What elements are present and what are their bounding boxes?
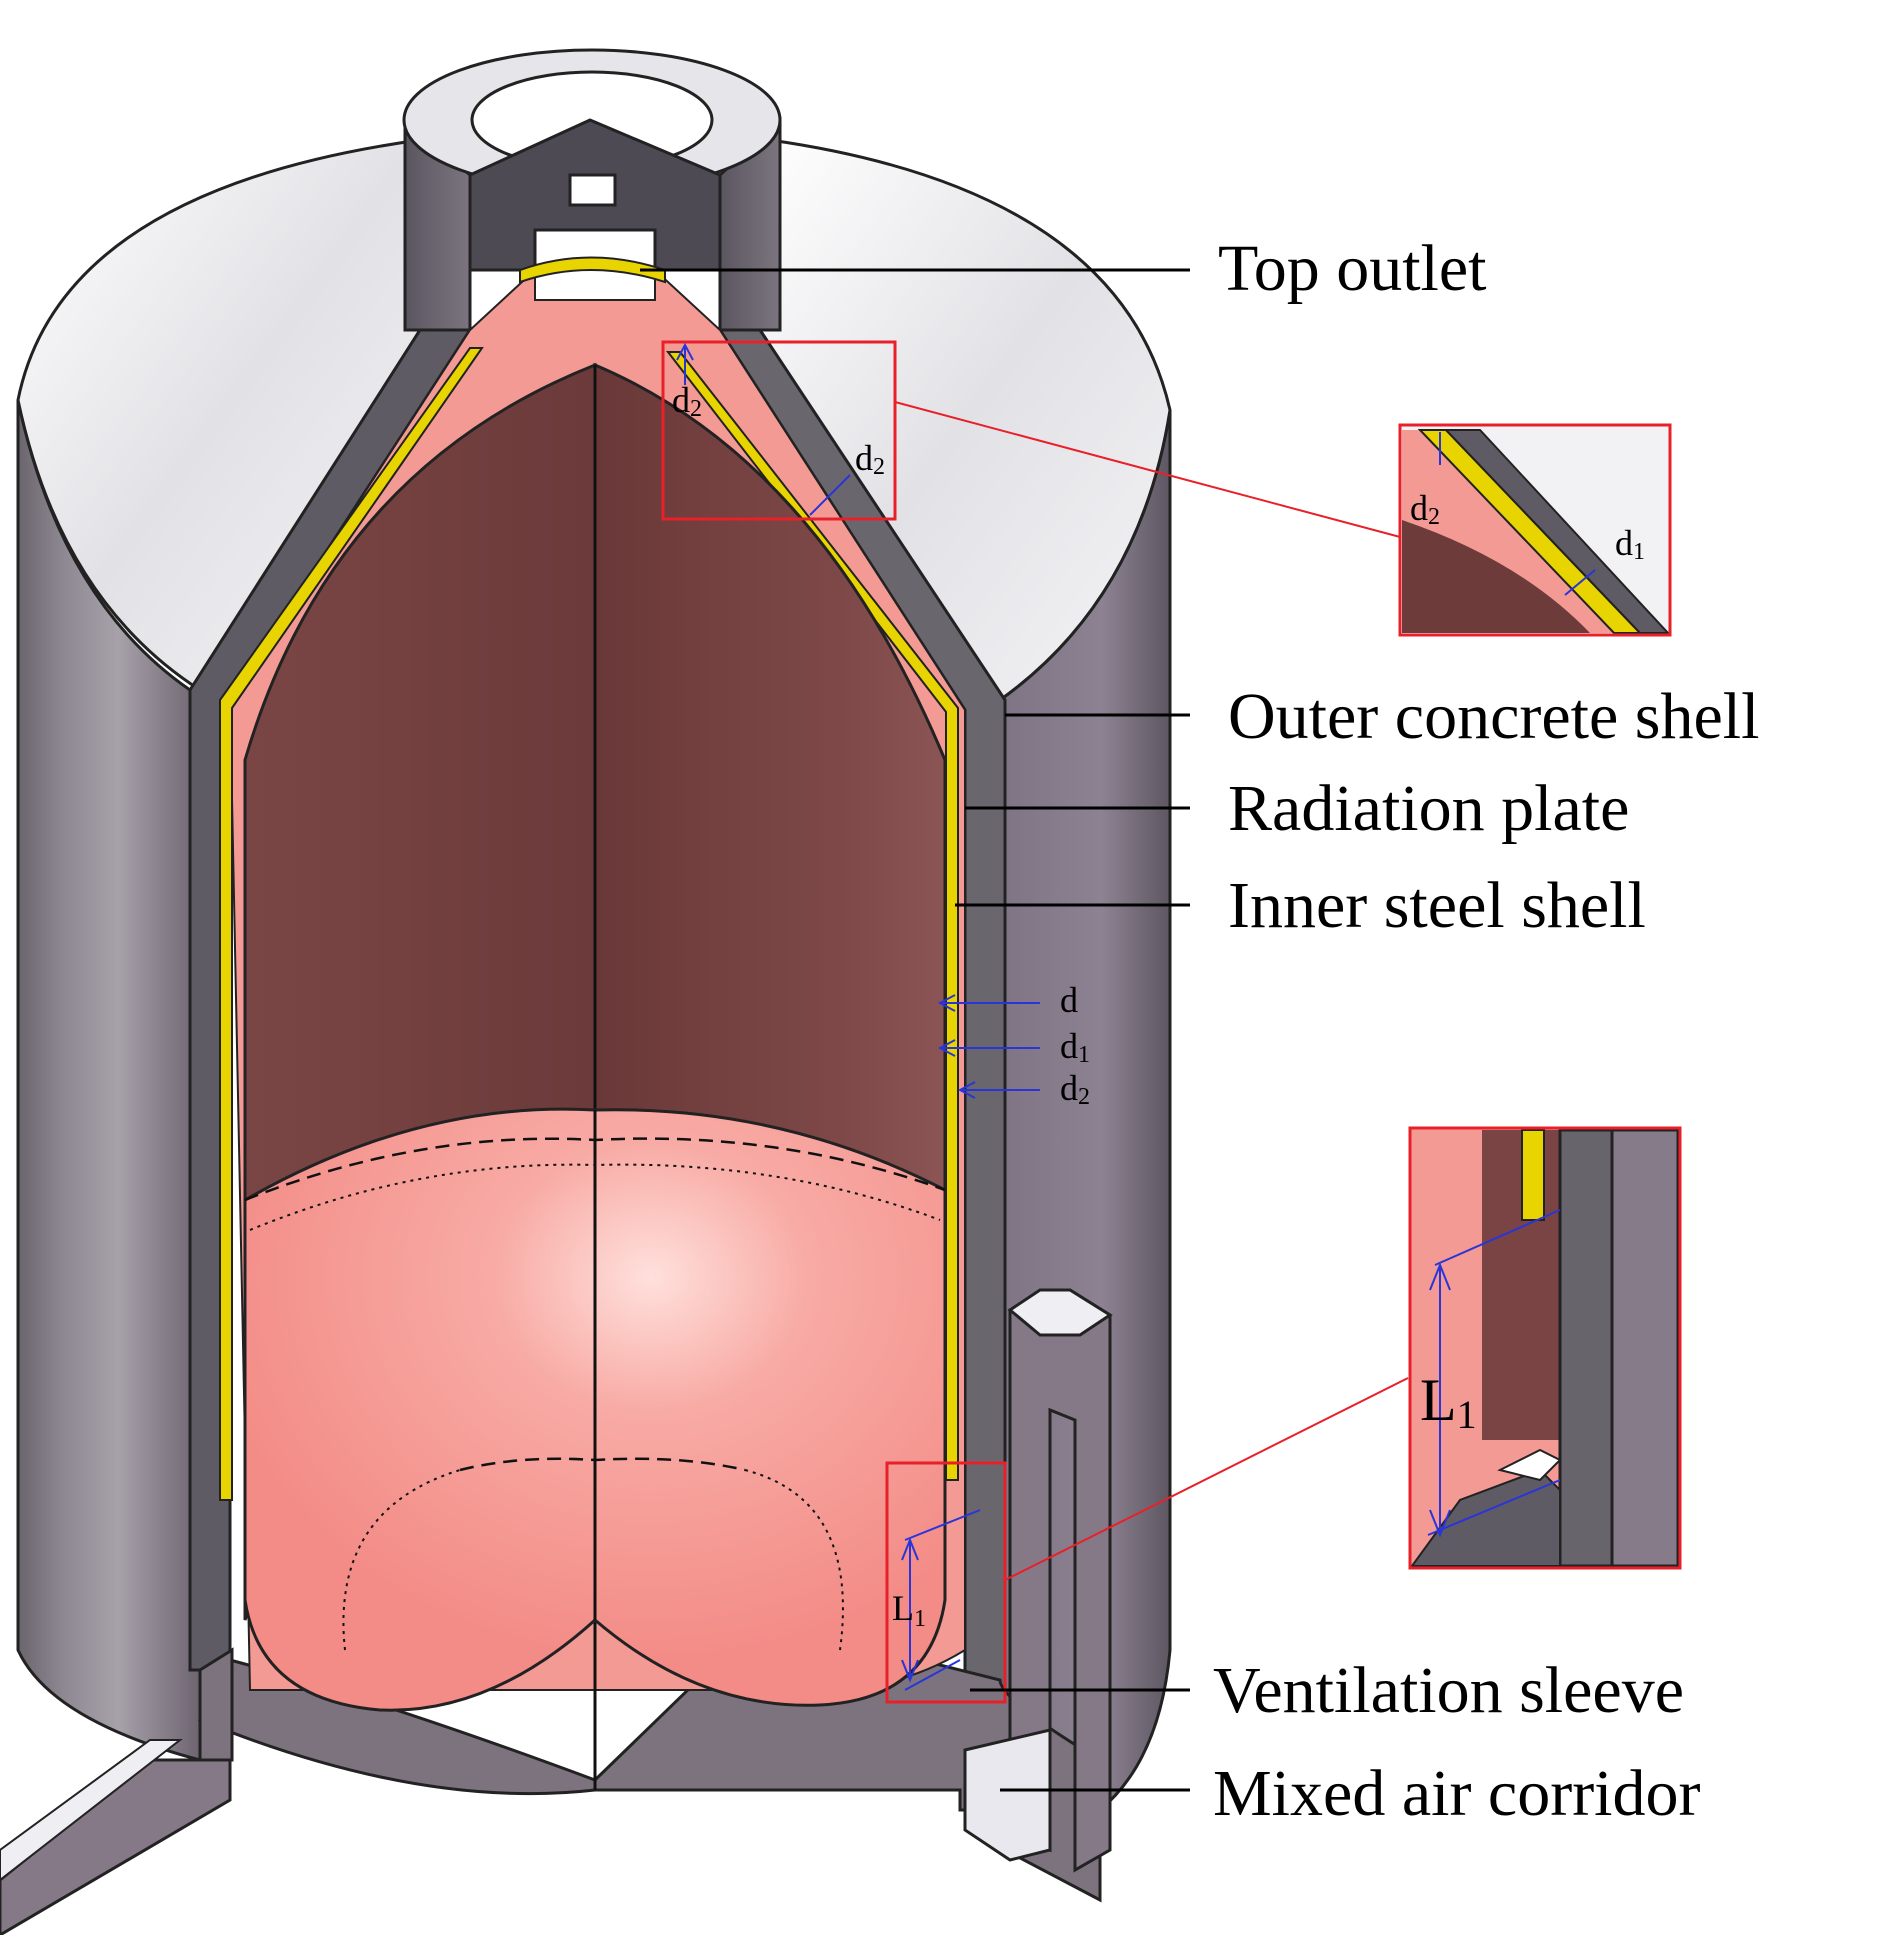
label-outer-concrete-shell: Outer concrete shell — [1228, 680, 1759, 753]
leader-bottom-zoom — [1004, 1377, 1409, 1581]
dim-lines-main — [676, 342, 1040, 1691]
callout-leaders — [640, 268, 1190, 1792]
inset-label-L1: L1 — [1420, 1367, 1477, 1437]
mixed-air-corridor-floor — [963, 1728, 1052, 1862]
radiation-plate-right — [665, 351, 959, 1481]
ventilation-sleeve-top — [1007, 1288, 1113, 1337]
inset-label-d2: d2 — [1410, 488, 1440, 530]
zoom-inset-bottom — [1408, 1126, 1682, 1570]
dim-label-d: d — [1060, 980, 1078, 1020]
left-corridor-pipe-top — [0, 1739, 183, 1882]
label-inner-steel-shell: Inner steel shell — [1228, 869, 1646, 942]
dim-label-d2: d2 — [1060, 1068, 1090, 1110]
highlight-box-top — [661, 340, 897, 521]
hidden-edge-upper — [244, 1137, 946, 1202]
dim-label-L1: L1 — [892, 1588, 926, 1632]
left-sleeve — [198, 1647, 234, 1762]
label-radiation-plate: Radiation plate — [1228, 772, 1629, 845]
label-mixed-air-corridor: Mixed air corridor — [1213, 1757, 1701, 1830]
hidden-edge-lower-2 — [342, 1469, 844, 1651]
dim-label-d1: d1 — [1060, 1026, 1090, 1068]
leader-top-zoom — [894, 401, 1401, 538]
highlight-box-bottom — [885, 1461, 1007, 1704]
outlet-slot — [568, 173, 617, 207]
zoom-inset-top — [1398, 423, 1672, 637]
inset-label-d1: d1 — [1615, 523, 1645, 565]
label-top-outlet: Top outlet — [1218, 232, 1487, 305]
label-ventilation-sleeve: Ventilation sleeve — [1213, 1654, 1684, 1727]
radiation-plate-left — [219, 347, 484, 1501]
radiation-plate-top — [519, 256, 666, 284]
dim-label-d2-slant: d2 — [855, 438, 885, 480]
dim-label-d2-top: d2 — [672, 380, 702, 422]
hidden-edge-lower — [459, 1457, 746, 1472]
hidden-edge-upper-2 — [249, 1163, 941, 1231]
